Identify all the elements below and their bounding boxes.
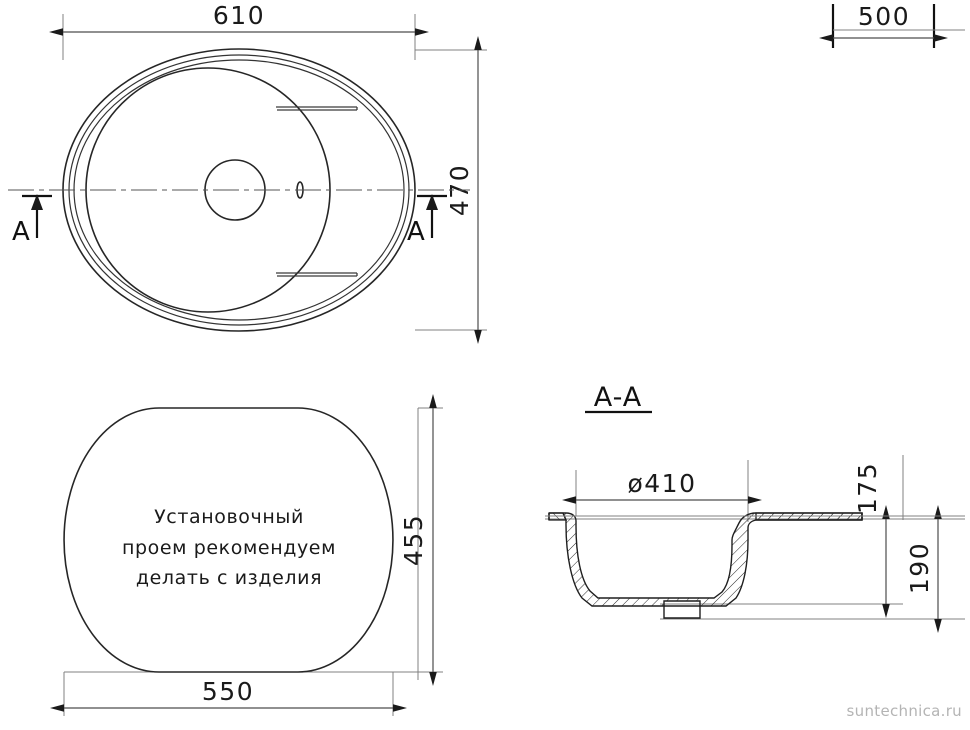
drainboard-grooves	[276, 106, 358, 277]
dimension-455: 455	[399, 393, 437, 687]
dimension-550: 550	[49, 677, 408, 712]
cutout-note-line-1: Установочный	[154, 506, 304, 528]
dimension-610-label: 610	[213, 1, 265, 30]
dimension-175: 175	[853, 462, 890, 619]
cutout-note-line-2: проем рекомендуем	[122, 537, 336, 559]
cutout-extension-lines	[63, 407, 443, 716]
dimension-190-label: 190	[905, 542, 934, 594]
section-marker-left-label: A	[12, 217, 30, 247]
section-title: A-A	[585, 382, 652, 414]
dimension-550-label: 550	[202, 677, 254, 706]
cutout-note-line-3: делать с изделия	[136, 567, 322, 589]
cutout-outline	[63, 407, 394, 673]
dimension-190: 190	[905, 504, 942, 634]
section-extension-lines	[545, 455, 965, 620]
top-view: 610 470	[8, 1, 487, 345]
top-view-extension-lines	[62, 14, 487, 331]
dimension-410-label: ø410	[627, 469, 696, 498]
cutout-note: Установочный проем рекомендуем делать с …	[122, 506, 336, 589]
watermark: suntechnica.ru	[847, 702, 962, 720]
dimension-500-group: 500	[818, 2, 965, 48]
dimension-455-label: 455	[399, 514, 428, 566]
installation-cutout-view: Установочный проем рекомендуем делать с …	[49, 393, 443, 716]
dimension-500-label: 500	[858, 2, 910, 31]
sink-cross-section-body	[548, 512, 863, 619]
dimension-610: 610	[48, 1, 430, 36]
section-marker-left: A	[12, 194, 52, 247]
section-marker-right: A	[407, 194, 447, 247]
dimension-175-label: 175	[853, 462, 882, 514]
watermark-label: suntechnica.ru	[847, 702, 962, 720]
section-marker-right-label: A	[407, 217, 425, 247]
dimension-410: ø410	[561, 469, 763, 504]
section-title-label: A-A	[594, 382, 643, 413]
section-a-a-view: A-A ø410 175 190	[545, 382, 965, 634]
